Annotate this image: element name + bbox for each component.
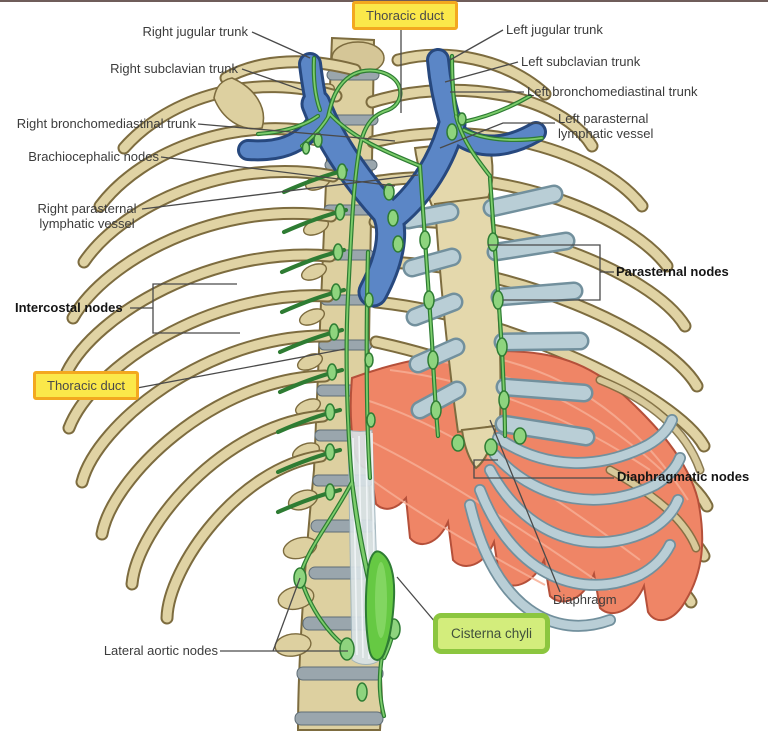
label-thoracic-duct-left: Thoracic duct [33,371,140,400]
label-diaphragmatic-nodes: Diaphragmatic nodes [617,469,750,484]
label-right-subclavian-trunk: Right subclavian trunk [110,61,238,76]
scapula-fragment [213,77,265,130]
label-left-bronchomediastinal-trunk: Left bronchomediastinal trunk [527,84,698,99]
label-thoracic-duct-top: Thoracic duct [352,1,459,30]
label-intercostal-nodes: Intercostal nodes [15,300,123,315]
label-left-parasternal-lymphatic-vessel: Left parasternal lymphatic vessel [558,111,654,142]
label-right-parasternal-lymphatic-vessel: Right parasternal lymphatic vessel [37,201,137,232]
label-diaphragm: Diaphragm [553,592,617,607]
label-parasternal-nodes: Parasternal nodes [616,264,729,279]
label-lateral-aortic-nodes: Lateral aortic nodes [103,643,218,658]
ribs-left [60,80,343,625]
label-left-jugular-trunk: Left jugular trunk [506,22,603,37]
leader-lines [130,27,614,652]
lymphatic-system [255,53,545,719]
label-brachiocephalic-nodes: Brachiocephalic nodes [28,149,159,164]
label-left-subclavian-trunk: Left subclavian trunk [521,54,641,69]
costal-cartilages [398,184,686,632]
label-right-bronchomediastinal-trunk: Right bronchomediastinal trunk [16,116,196,131]
label-right-jugular-trunk: Right jugular trunk [142,24,249,39]
lymph-nodes [293,112,527,702]
label-cisterna-chyli: Cisterna chyli [433,613,551,654]
clavicles [213,48,552,130]
